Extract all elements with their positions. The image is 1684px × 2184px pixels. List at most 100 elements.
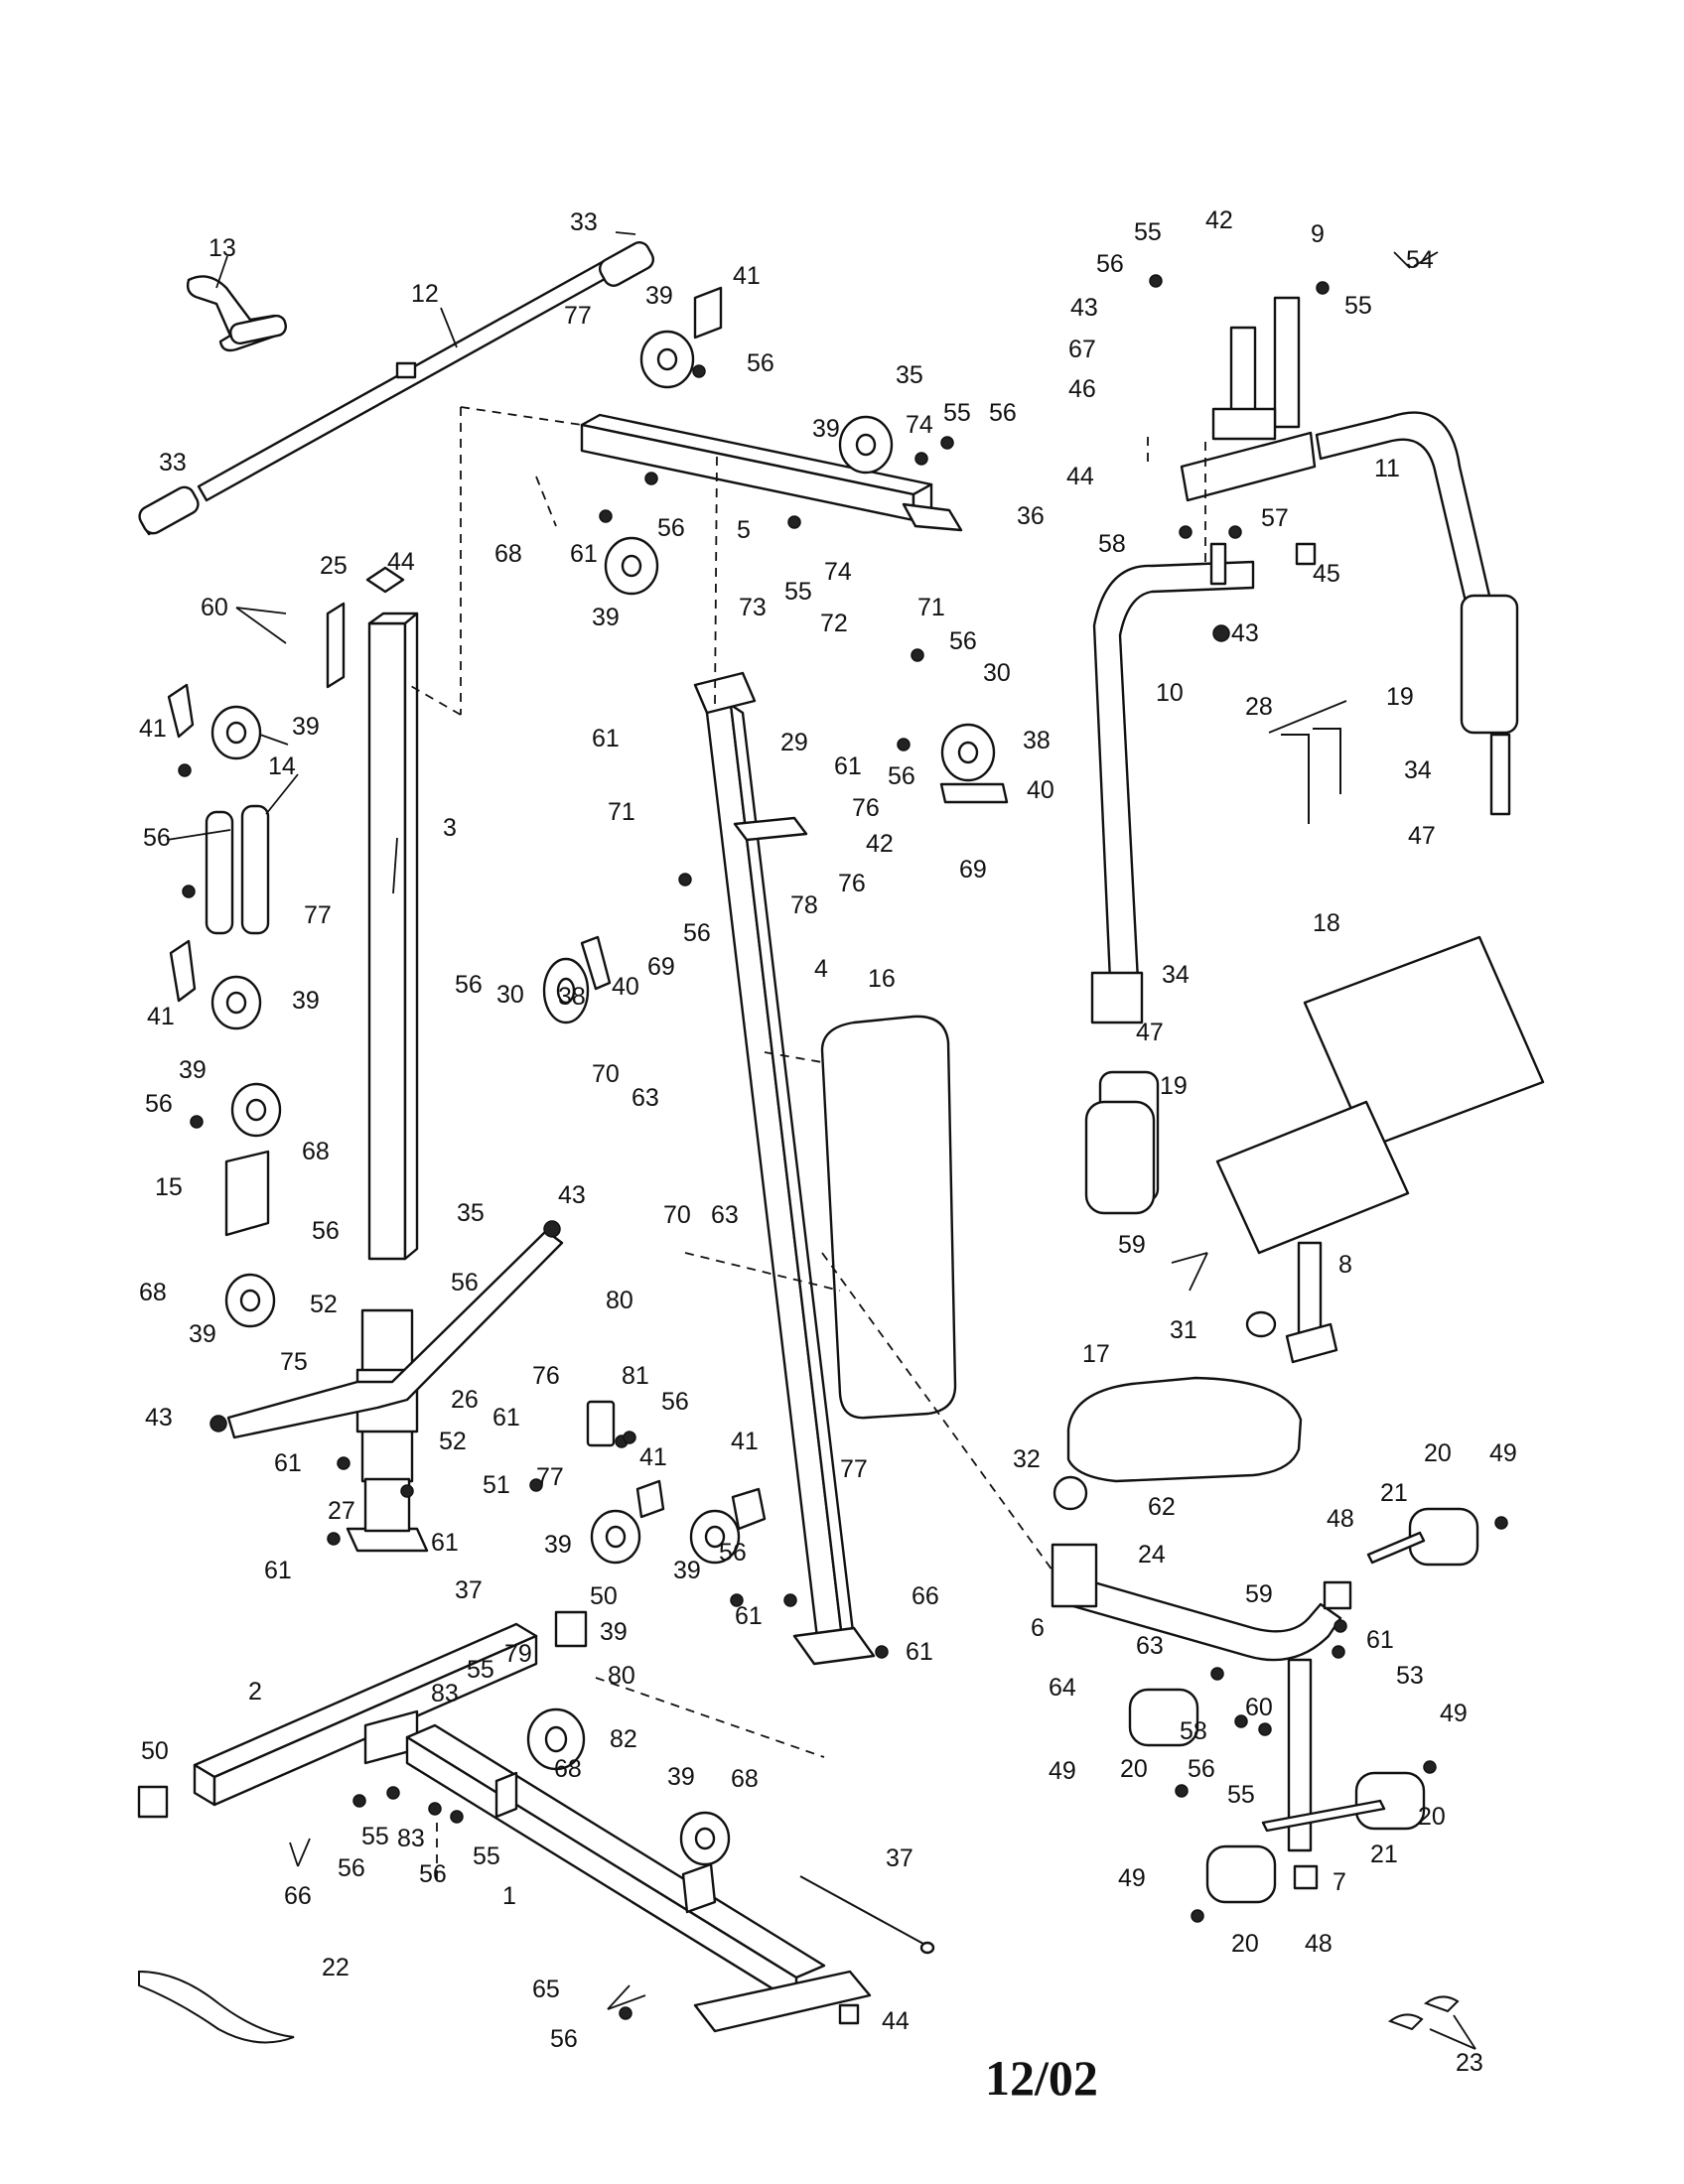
callout-20: 20 — [1424, 1439, 1452, 1467]
callout-61: 61 — [906, 1638, 933, 1666]
callout-39: 39 — [179, 1056, 207, 1084]
callout-56: 56 — [1096, 250, 1124, 278]
callout-45: 45 — [1313, 560, 1340, 588]
callout-6: 6 — [1031, 1614, 1045, 1642]
callout-63: 63 — [632, 1084, 659, 1112]
callout-39: 39 — [189, 1320, 216, 1348]
callout-31: 31 — [1170, 1316, 1197, 1344]
lower-cable — [799, 1875, 935, 1955]
left-pulley-group — [167, 683, 282, 1328]
callout-39: 39 — [592, 604, 620, 631]
callout-77: 77 — [564, 302, 592, 330]
hardware-nuts-bolts — [178, 274, 1508, 2020]
callout-19: 19 — [1386, 683, 1414, 711]
callout-23: 23 — [1456, 2049, 1483, 2077]
base-frame — [137, 1610, 872, 2033]
callout-41: 41 — [147, 1003, 175, 1030]
callout-39: 39 — [812, 415, 840, 443]
callout-14: 14 — [268, 752, 296, 780]
back-pad — [820, 1015, 957, 1420]
callout-44: 44 — [387, 548, 415, 576]
callout-58: 58 — [1098, 530, 1126, 558]
callout-56: 56 — [338, 1854, 365, 1882]
callout-71: 71 — [608, 798, 635, 826]
callout-61: 61 — [592, 725, 620, 752]
callout-66: 66 — [912, 1582, 939, 1610]
callout-56: 56 — [661, 1388, 689, 1416]
callout-78: 78 — [790, 891, 818, 919]
callout-27: 27 — [328, 1497, 355, 1525]
callout-28: 28 — [1245, 693, 1273, 721]
callout-30: 30 — [496, 981, 524, 1009]
callout-77: 77 — [840, 1455, 868, 1483]
callout-70: 70 — [592, 1060, 620, 1088]
callout-81: 81 — [622, 1362, 649, 1390]
callout-79: 79 — [504, 1640, 532, 1668]
callout-52: 52 — [310, 1291, 338, 1318]
callout-18: 18 — [1313, 909, 1340, 937]
callout-37: 37 — [886, 1844, 913, 1872]
callout-49: 49 — [1118, 1864, 1146, 1892]
callout-43: 43 — [1231, 619, 1259, 647]
callout-39: 39 — [292, 987, 320, 1015]
callout-54: 54 — [1406, 246, 1434, 274]
callout-56: 56 — [419, 1860, 447, 1888]
callout-63: 63 — [711, 1201, 739, 1229]
callout-3: 3 — [443, 814, 457, 842]
callout-21: 21 — [1380, 1479, 1408, 1507]
callout-22: 22 — [322, 1954, 350, 1981]
callout-26: 26 — [451, 1386, 479, 1414]
callout-35: 35 — [896, 361, 923, 389]
roller-sleeves — [1084, 1100, 1156, 1215]
assembly-dashes — [408, 406, 1206, 1886]
callout-73: 73 — [739, 594, 767, 621]
callout-1: 1 — [502, 1882, 516, 1910]
roller-pads — [1128, 1507, 1479, 1904]
callout-74: 74 — [906, 411, 933, 439]
callout-71: 71 — [917, 594, 945, 621]
leader-lines — [166, 231, 1476, 2050]
callout-56: 56 — [145, 1090, 173, 1118]
callout-56: 56 — [949, 627, 977, 655]
callout-74: 74 — [824, 558, 852, 586]
callout-19: 19 — [1160, 1072, 1188, 1100]
hex-wrench — [1281, 728, 1341, 824]
callout-39: 39 — [600, 1618, 628, 1646]
callout-56: 56 — [1188, 1755, 1215, 1783]
callout-80: 80 — [606, 1287, 633, 1314]
callout-68: 68 — [554, 1755, 582, 1783]
callout-38: 38 — [558, 983, 586, 1011]
callout-60: 60 — [1245, 1694, 1273, 1721]
callout-49: 49 — [1489, 1439, 1517, 1467]
callout-76: 76 — [532, 1362, 560, 1390]
callout-43: 43 — [558, 1181, 586, 1209]
callout-25: 25 — [320, 552, 348, 580]
callout-51: 51 — [483, 1471, 510, 1499]
callout-76: 76 — [838, 870, 866, 897]
callout-47: 47 — [1136, 1019, 1164, 1046]
callout-15: 15 — [155, 1173, 183, 1201]
callout-42: 42 — [866, 830, 894, 858]
callout-50: 50 — [590, 1582, 618, 1610]
callout-56: 56 — [143, 824, 171, 852]
handle-strap — [186, 275, 287, 352]
callout-44: 44 — [882, 2007, 910, 2035]
main-diagonal-post — [693, 671, 876, 1666]
callout-33: 33 — [159, 449, 187, 477]
callout-69: 69 — [647, 953, 675, 981]
callout-11: 11 — [1374, 455, 1400, 482]
bracket-plate — [326, 566, 405, 689]
callout-55: 55 — [1227, 1781, 1255, 1809]
callout-77: 77 — [536, 1463, 564, 1491]
callout-80: 80 — [608, 1662, 635, 1690]
callout-57: 57 — [1261, 504, 1289, 532]
lat-bar — [138, 241, 655, 536]
callout-61: 61 — [274, 1449, 302, 1477]
callout-20: 20 — [1418, 1803, 1446, 1831]
callout-62: 62 — [1148, 1493, 1176, 1521]
callout-55: 55 — [943, 399, 971, 427]
callout-59: 59 — [1118, 1231, 1146, 1259]
callout-10: 10 — [1156, 679, 1184, 707]
callout-53: 53 — [1396, 1662, 1424, 1690]
